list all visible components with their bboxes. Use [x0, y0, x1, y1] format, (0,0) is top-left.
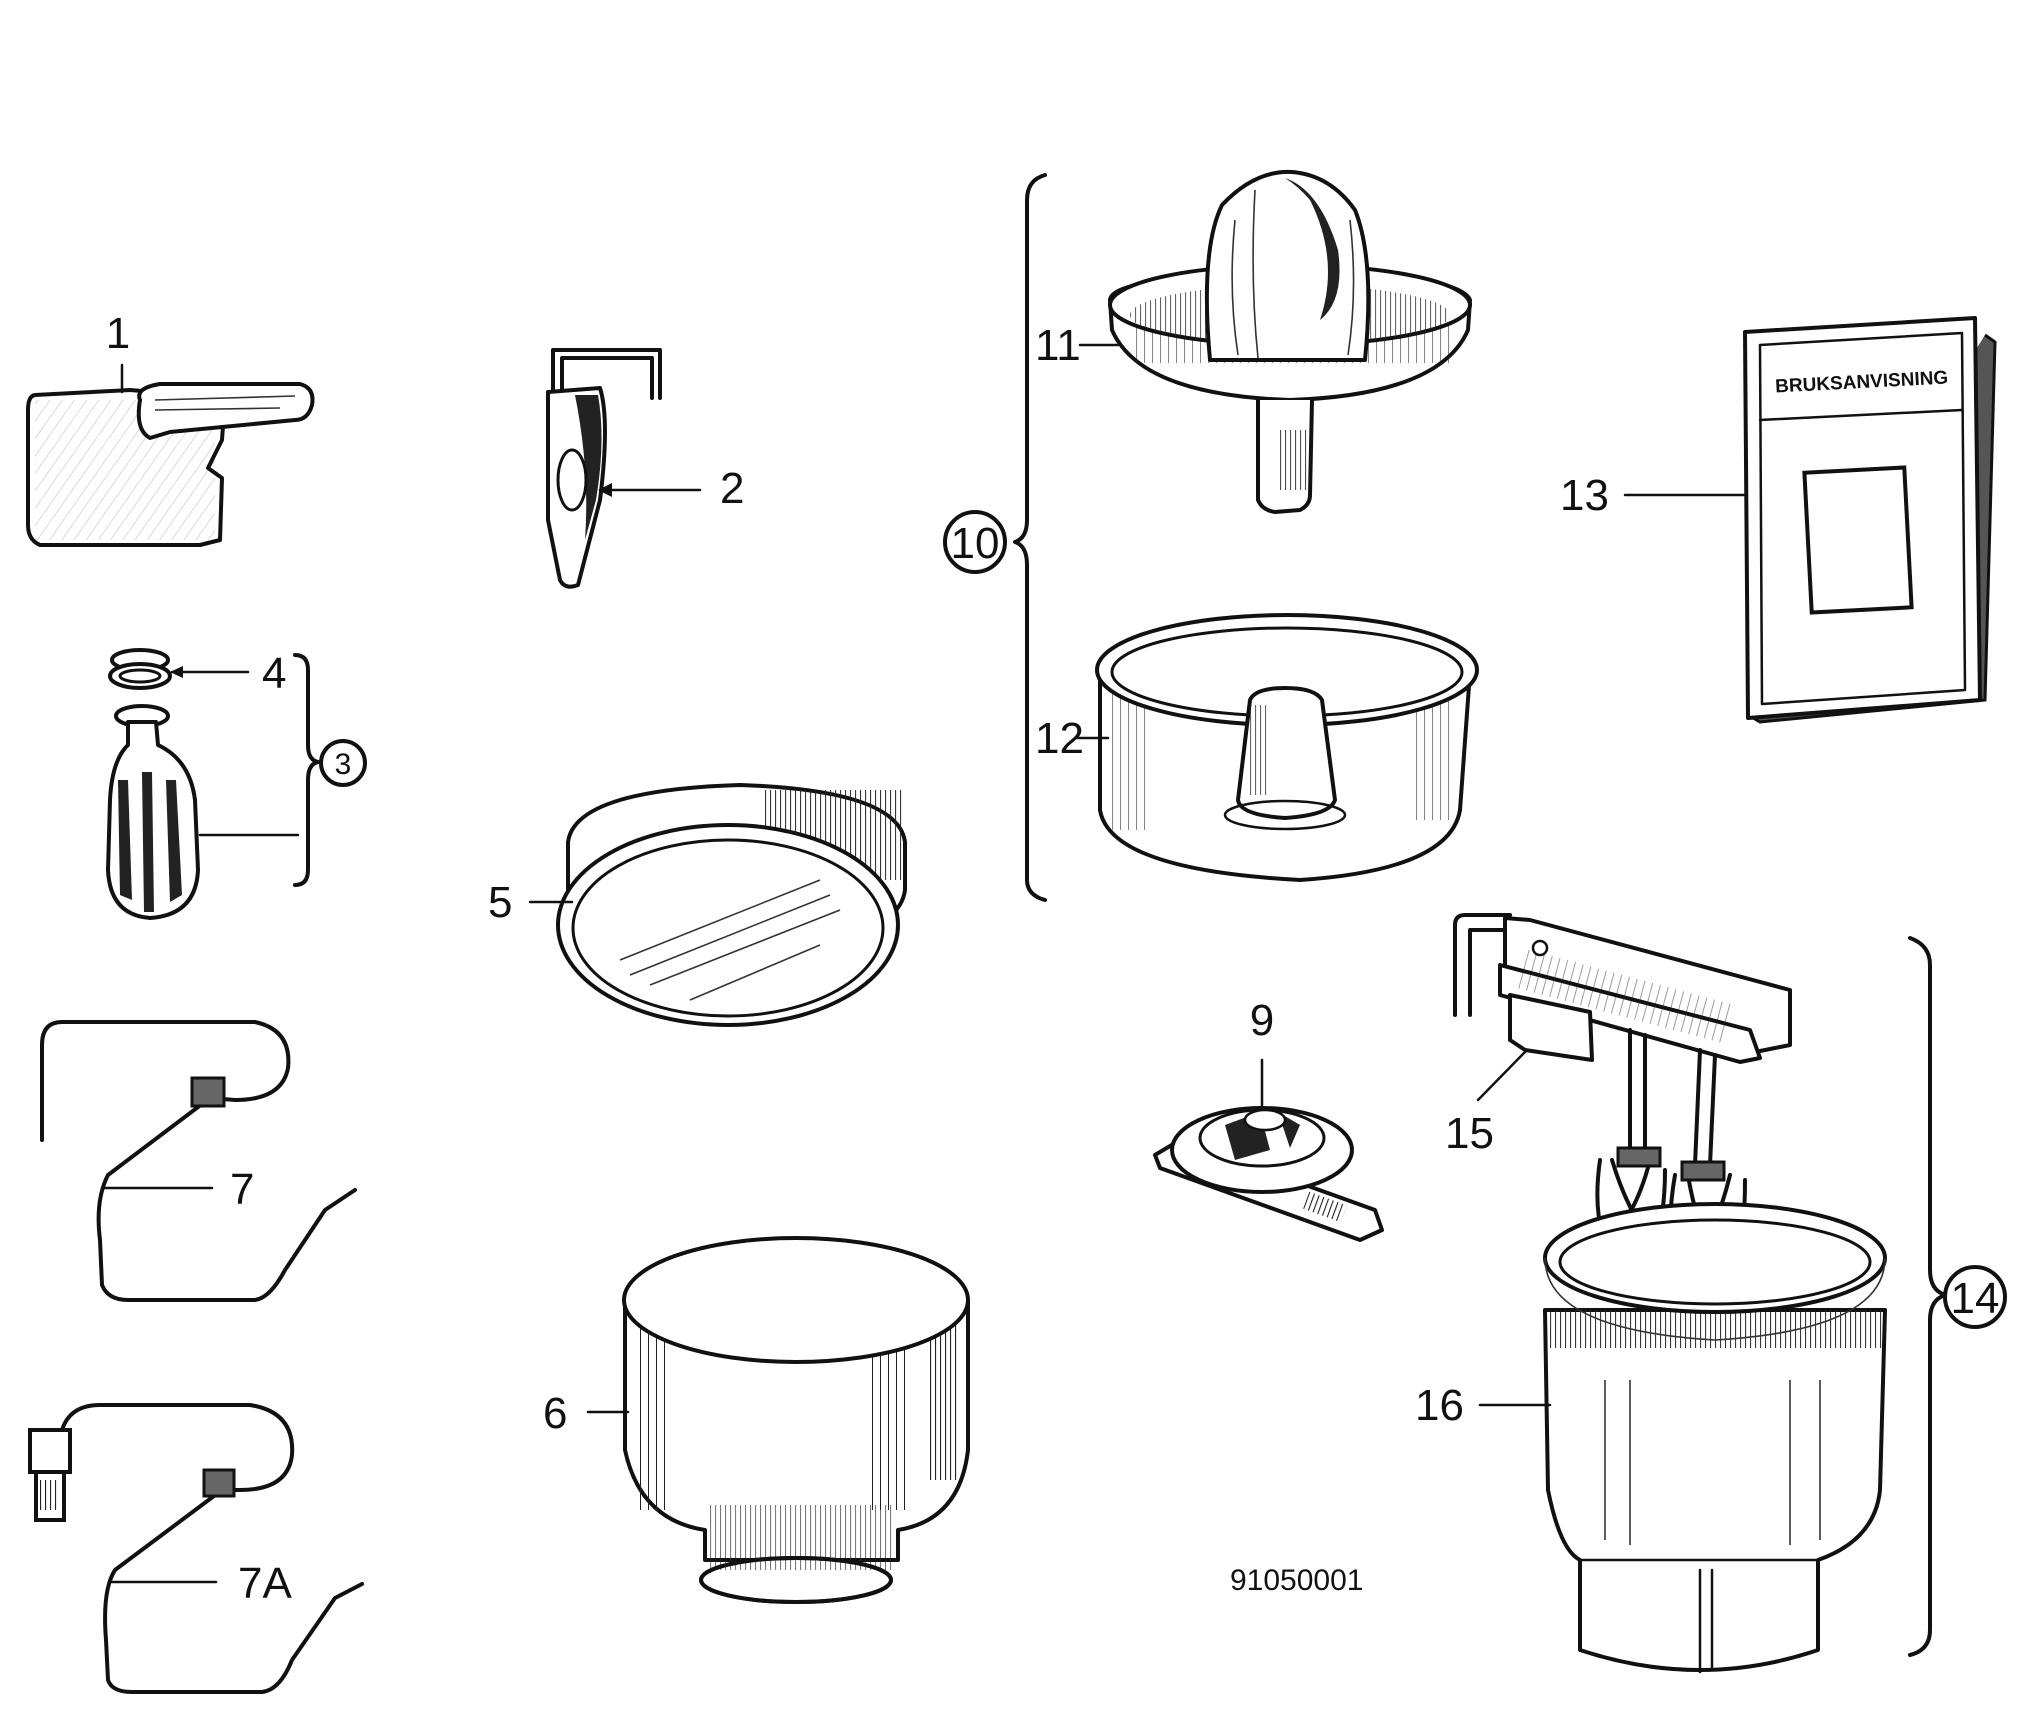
part-3-pusher-assembly: 4 3 [106, 648, 367, 920]
label-part-16: 16 [1415, 1381, 1464, 1430]
label-part-3: 3 [335, 748, 352, 781]
label-part-7a: 7A [238, 1559, 292, 1608]
part-6-ring: 6 [543, 1236, 970, 1604]
label-part-2: 2 [720, 464, 744, 513]
label-part-12: 12 [1035, 714, 1084, 763]
part-7-dough-hook: 7 [40, 1020, 357, 1302]
label-part-11: 11 [1035, 321, 1081, 370]
label-part-10: 10 [951, 519, 1000, 568]
label-part-15: 15 [1445, 1109, 1494, 1158]
label-part-13: 13 [1560, 471, 1609, 520]
part-11-juicer-cone: 11 [1035, 169, 1472, 514]
label-part-4: 4 [262, 649, 286, 698]
part-16-mixing-bowl: 16 [1415, 1202, 1887, 1674]
label-part-6: 6 [543, 1389, 567, 1438]
label-part-9: 9 [1250, 996, 1274, 1045]
label-part-1: 1 [106, 309, 130, 358]
part-13-instruction-booklet: BRUKSANVISNING 13 [1560, 316, 1997, 724]
part-9-slicer: 9 [1153, 996, 1384, 1242]
part-1-scraper: 1 [26, 309, 315, 547]
label-part-14: 14 [1951, 1274, 2000, 1323]
part-7a-dough-hook: 7A [28, 1403, 364, 1694]
label-part-7: 7 [230, 1165, 254, 1214]
part-10-citrus-press-group: 10 [943, 173, 1047, 902]
part-5-lid: 5 [488, 783, 907, 1027]
part-15-beater-drive: 15 [1445, 913, 1792, 1307]
part-12-juice-bowl: 12 [1035, 613, 1479, 882]
part-2-hook: 2 [546, 348, 744, 589]
drawing-number: 91050001 [1230, 1564, 1363, 1597]
part-14-mixer-group: 14 [1908, 936, 2007, 1657]
label-part-5: 5 [488, 878, 512, 927]
